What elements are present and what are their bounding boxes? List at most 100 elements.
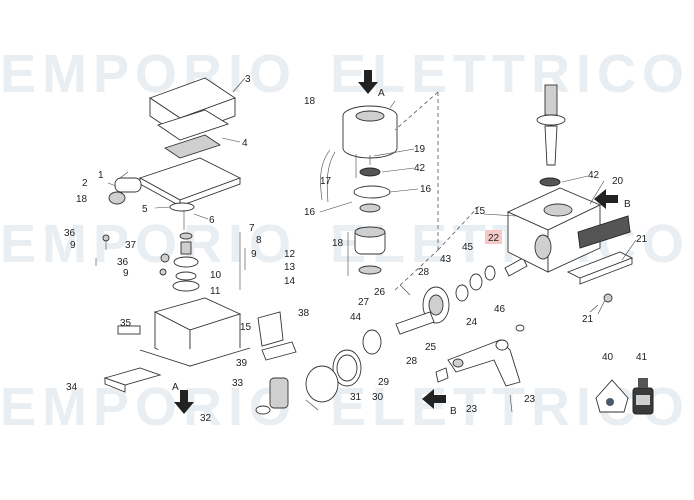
callout-45: 45 (462, 242, 474, 253)
gear-train (362, 257, 528, 355)
washer (455, 284, 469, 302)
dashed-guide (437, 204, 481, 251)
lubricants (595, 378, 654, 415)
bearing (358, 265, 382, 275)
callout-32: 32 (200, 413, 212, 424)
gearbox-opening (543, 203, 573, 217)
callout-15: 15 (240, 322, 252, 333)
gear-small (173, 256, 199, 268)
callout-46: 46 (494, 304, 506, 315)
callout-44: 44 (350, 312, 362, 323)
callout-2: 2 (82, 178, 88, 189)
leader (589, 180, 605, 205)
gearbox-front (547, 204, 601, 273)
leader (373, 148, 415, 157)
control-box-assembly (108, 77, 242, 230)
o-ring (169, 202, 195, 212)
callout-19: 19 (414, 144, 426, 155)
leader (232, 77, 246, 93)
callout-37: 37 (125, 240, 137, 251)
callout-27: 27 (358, 297, 370, 308)
washer (179, 232, 193, 240)
view-marker: B (450, 406, 457, 417)
watermark-text: EMPORIO (0, 214, 297, 274)
pin-shaft (504, 257, 528, 277)
callout-18: 18 (332, 238, 344, 249)
guide-rail-side (104, 377, 126, 393)
callout-13: 13 (284, 262, 296, 273)
callout-10: 10 (210, 270, 222, 281)
leader (389, 188, 419, 193)
pin (509, 394, 513, 413)
gearbox-bore (534, 234, 552, 260)
callout-34: 34 (66, 382, 78, 393)
worm-gear (544, 125, 558, 166)
housing-flange (139, 347, 251, 367)
cover-plate (257, 311, 284, 347)
callout-30: 30 (372, 392, 384, 403)
grease-tube (595, 379, 629, 413)
grease-icon (606, 398, 614, 406)
arrow-down-icon (358, 70, 378, 94)
highlight-box (485, 230, 502, 244)
callout-14: 14 (284, 276, 296, 287)
callout-35: 35 (120, 318, 132, 329)
callout-5: 5 (142, 204, 148, 215)
callout-9: 9 (251, 249, 257, 260)
callout-6: 6 (209, 215, 215, 226)
gearbox-housing (103, 297, 297, 415)
callout-23: 23 (466, 404, 478, 415)
callout-42: 42 (588, 170, 600, 181)
callout-25: 25 (425, 342, 437, 353)
watermark-text: EMPORIO (0, 44, 297, 104)
leader (119, 171, 129, 179)
watermark-text: EMPORIO (0, 377, 297, 437)
capacitor-cap (108, 191, 126, 205)
callout-38: 38 (298, 308, 310, 319)
callout-16: 16 (420, 184, 432, 195)
oil-bottle-cap (638, 378, 648, 388)
callout-40: 40 (602, 352, 614, 363)
callout-18: 18 (304, 96, 316, 107)
key (435, 367, 449, 383)
pinion-gear (269, 377, 289, 409)
worm-shaft (395, 311, 435, 335)
motor-wire (320, 149, 331, 201)
leader (389, 100, 396, 109)
lever-pivot (452, 358, 464, 368)
view-arrow-a-bottom: A (172, 382, 194, 414)
callout-36: 36 (117, 257, 129, 268)
screw (305, 399, 319, 411)
callout-21: 21 (582, 314, 594, 325)
callout-17: 17 (320, 176, 332, 187)
lever-hub (495, 339, 509, 351)
leader-lines (107, 77, 637, 315)
arrow-left-icon (422, 389, 446, 409)
motor-assembly: A (320, 70, 398, 276)
callout-4: 4 (242, 138, 248, 149)
callout-3: 3 (245, 74, 251, 85)
callout-33: 33 (232, 378, 244, 389)
screw (399, 284, 411, 296)
callout-1: 1 (98, 170, 104, 181)
output-gearbox (506, 84, 634, 313)
oil-label (636, 395, 650, 405)
washer (484, 265, 496, 281)
callout-28: 28 (406, 356, 418, 367)
leader (107, 182, 117, 187)
gear-cover (305, 349, 362, 411)
leader (561, 175, 589, 183)
callout-9: 9 (70, 240, 76, 251)
callout-18: 18 (76, 194, 88, 205)
rubber-block (577, 215, 631, 249)
gasket (156, 109, 230, 141)
output-shaft (544, 84, 558, 116)
dashed-guide (394, 91, 439, 291)
leader (621, 239, 637, 261)
bolt-shank (589, 304, 599, 313)
bearing (539, 177, 561, 187)
callout-20: 20 (612, 176, 624, 187)
leader (154, 206, 171, 209)
cover-disc (305, 365, 339, 403)
callout-36: 36 (64, 228, 76, 239)
